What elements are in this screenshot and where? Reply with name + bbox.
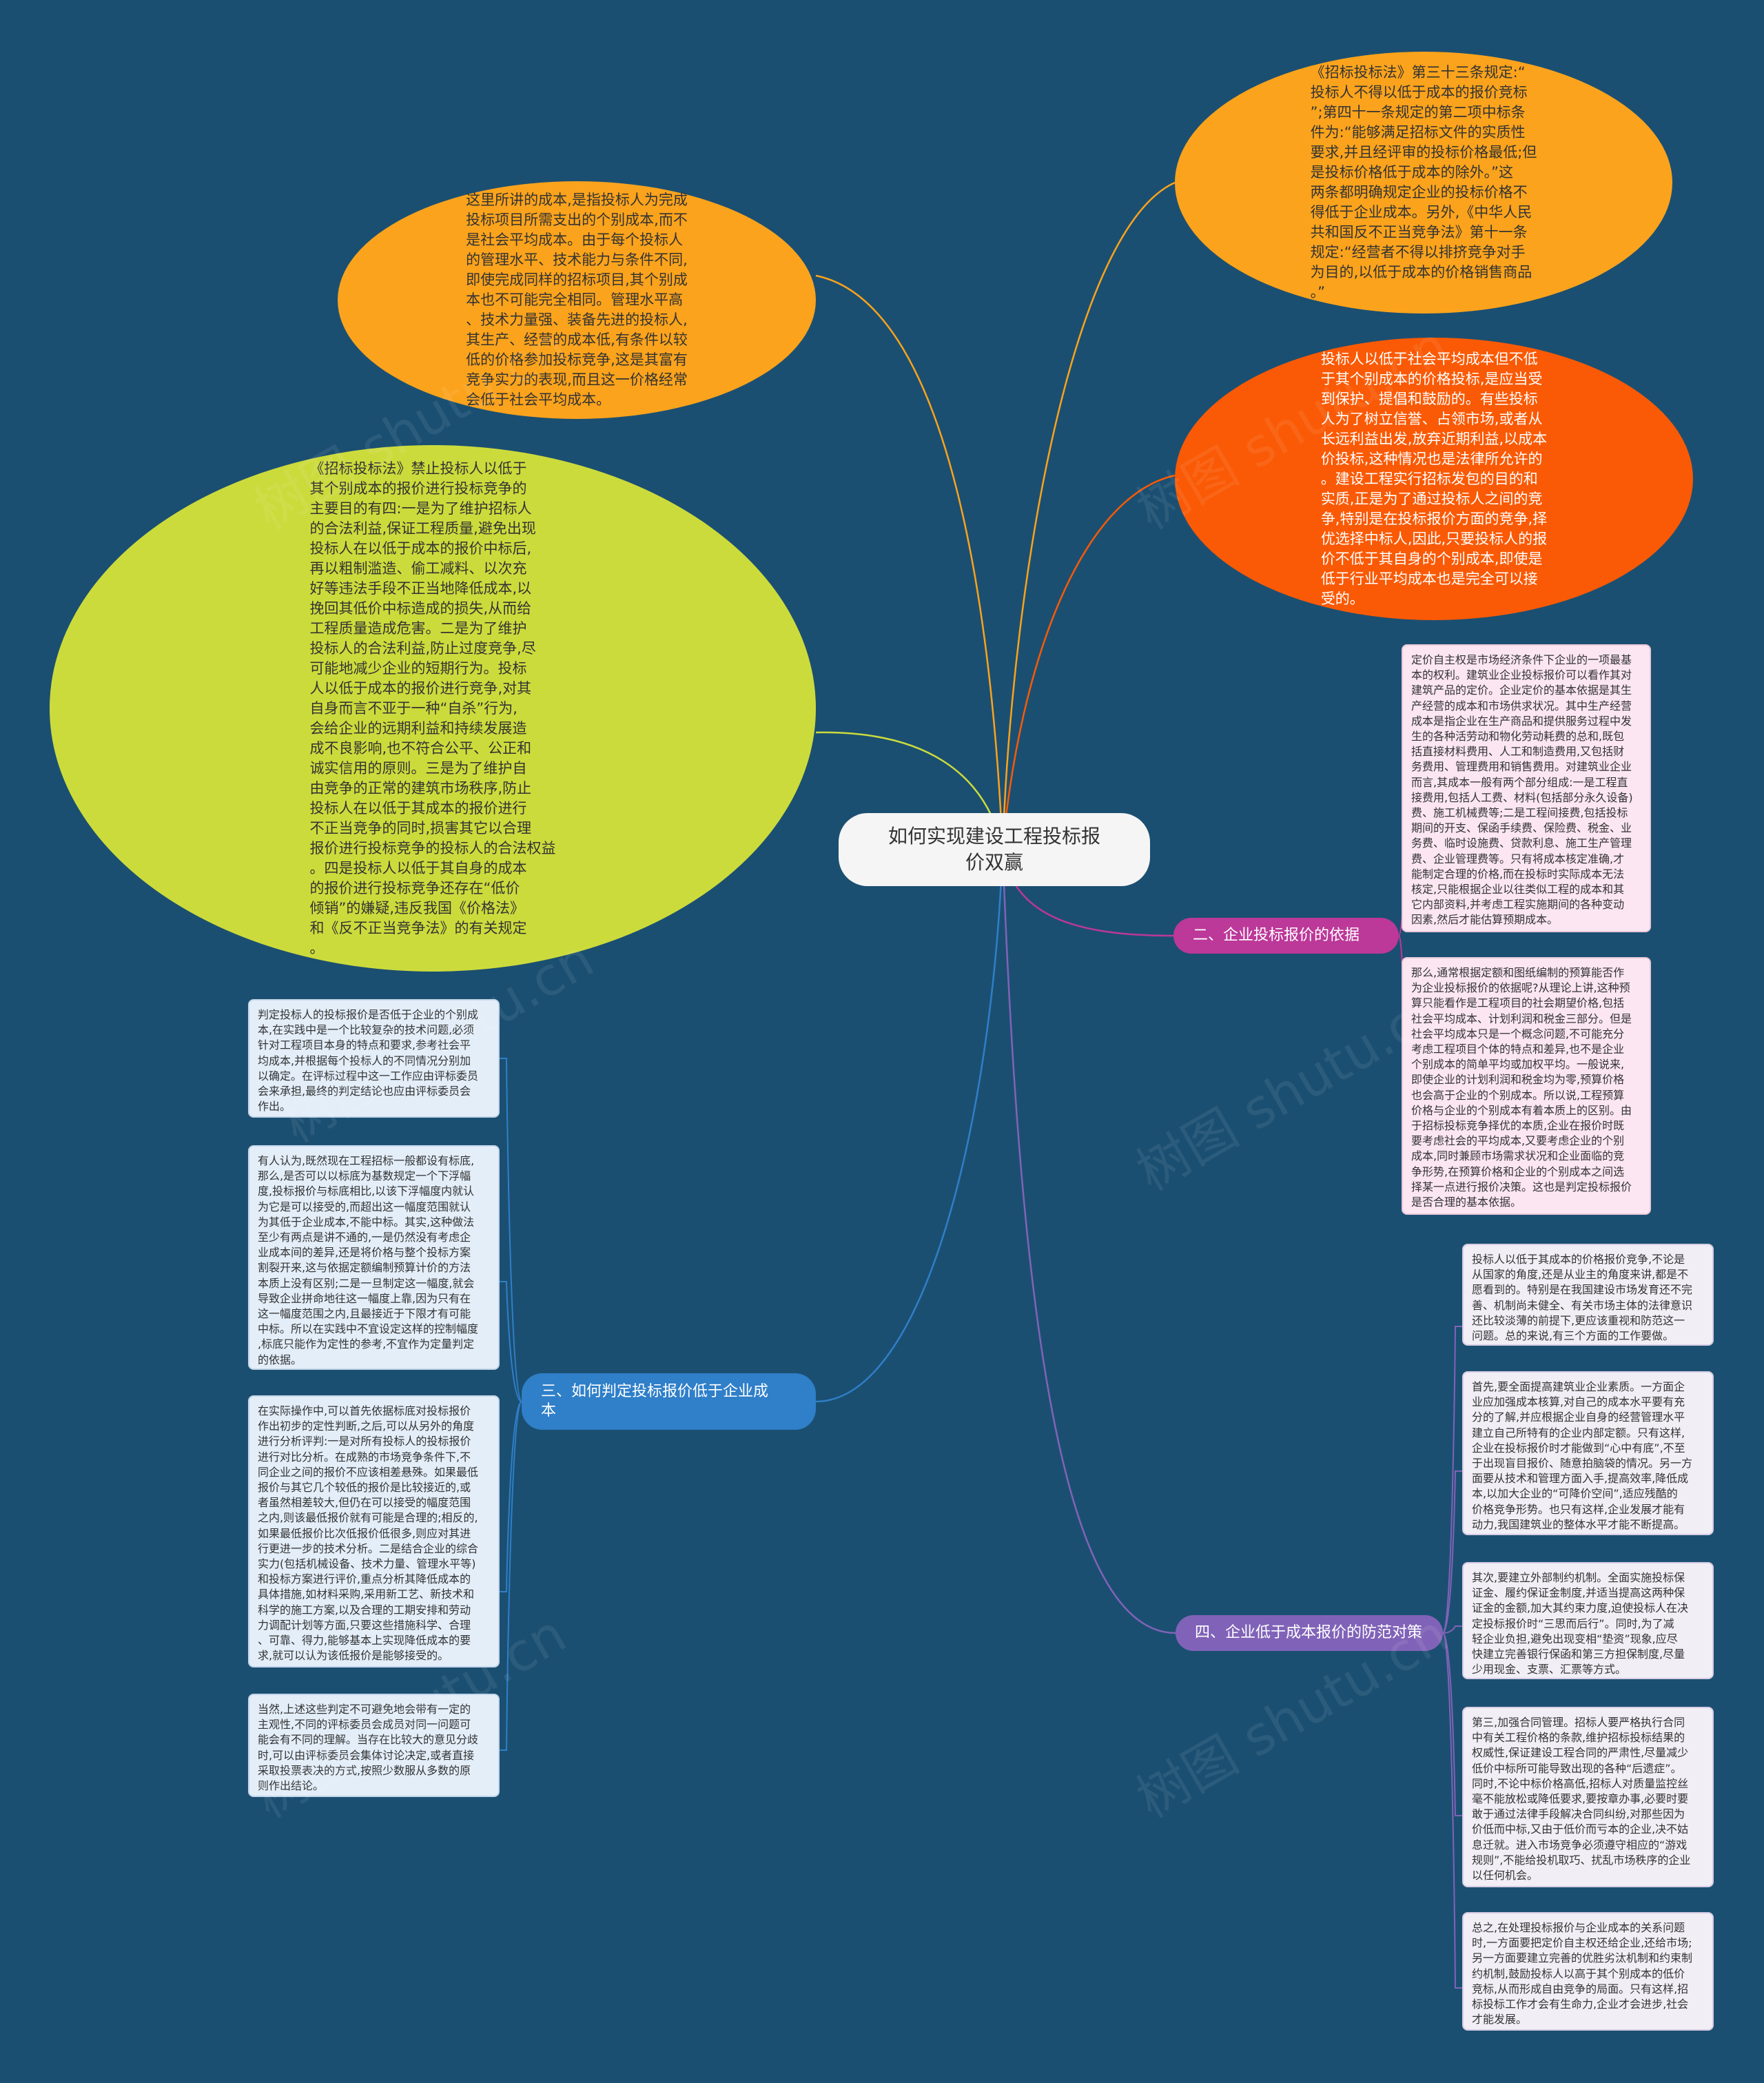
branch4-label-text: 四、企业低于成本报价的防范对策 (1195, 1624, 1423, 1641)
oval-top-left-text: 这里所讲的成本,是指投标人为完成 投标项目所需支出的个别成本,而不 是社会平均成… (466, 192, 688, 408)
branch2-label[interactable]: 二、企业投标报价的依据 (1173, 918, 1399, 954)
root-topic[interactable]: 如何实现建设工程投标报 价双赢 (839, 813, 1150, 886)
link-root-oval-right (1001, 474, 1176, 850)
branch4-label[interactable]: 四、企业低于成本报价的防范对策 (1176, 1615, 1443, 1651)
branch4-card-1: 投标人以低于其成本的价格报价竞争,不论是 从国家的角度,还是从业主的角度来讲,都… (1462, 1244, 1714, 1346)
oval-right-text: 投标人以低于社会平均成本但不低 于其个别成本的价格投标,是应当受 到保护、提倡和… (1320, 350, 1548, 607)
oval-top-right-text: 《招标投标法》第三十三条规定:“ 投标人不得以低于成本的报价竞标 ”;第四十一条… (1310, 64, 1537, 300)
branch3-links (500, 1058, 522, 1751)
root-topic-label: 如何实现建设工程投标报 价双赢 (888, 825, 1100, 874)
branch4-card-5: 总之,在处理投标报价与企业成本的关系问题 时,一方面要把定价自主权还给企业,还给… (1462, 1912, 1714, 2031)
oval-top-right[interactable]: 《招标投标法》第三十三条规定:“ 投标人不得以低于成本的报价竞标 ”;第四十一条… (1175, 52, 1672, 314)
branch3-card-4: 当然,上述这些判定不可避免地会带有一定的 主观性,不同的评标委员会成员对同一问题… (248, 1694, 500, 1797)
branch3-card-3: 在实际操作中,可以首先依据标底对投标报价 作出初步的定性判断,之后,可以从另外的… (248, 1395, 500, 1668)
branch2-label-text: 二、企业投标报价的依据 (1193, 927, 1360, 944)
branch4-links (1442, 1326, 1462, 1989)
branch3-label[interactable]: 三、如何判定投标报价低于企业成 本 (522, 1373, 816, 1430)
branch3-card-2: 有人认为,既然现在工程招标一般都设有标底, 那么,是否可以以标底为基数规定一个下… (248, 1145, 500, 1370)
oval-right[interactable]: 投标人以低于社会平均成本但不低 于其个别成本的价格投标,是应当受 到保护、提倡和… (1175, 338, 1693, 620)
link-root-branch3 (815, 848, 1004, 1403)
link-root-oval-top-right (1001, 181, 1176, 850)
branch3-label-text: 三、如何判定投标报价低于企业成 本 (541, 1383, 769, 1419)
link-root-oval-top-left (815, 274, 1004, 850)
branch2-card-2: 那么,通常根据定额和图纸编制的预算能否作 为企业投标报价的依据呢?从理论上讲,这… (1402, 957, 1651, 1215)
branch4-card-2: 首先,要全面提高建筑业企业素质。一方面企 业应加强成本核算,对自己的成本水平要有… (1462, 1371, 1714, 1535)
oval-big-left[interactable]: 《招标投标法》禁止投标人以低于 其个别成本的报价进行投标竞争的 主要目的有四:一… (50, 445, 816, 972)
link-root-branch4 (1001, 848, 1176, 1634)
branch4-card-3: 其次,要建立外部制约机制。全面实施投标保 证金、履约保证金制度,并适当提高这两种… (1462, 1562, 1714, 1679)
branch4-card-4: 第三,加强合同管理。招标人要严格执行合同 中有关工程价格的条款,维护招标投标结果… (1462, 1707, 1714, 1887)
oval-big-left-text: 《招标投标法》禁止投标人以低于 其个别成本的报价进行投标竞争的 主要目的有四:一… (309, 460, 556, 956)
oval-top-left[interactable]: 这里所讲的成本,是指投标人为完成 投标项目所需支出的个别成本,而不 是社会平均成… (338, 181, 816, 419)
branch2-card-1: 定价自主权是市场经济条件下企业的一项最基 本的权利。建筑业企业投标报价可以看作其… (1402, 644, 1651, 932)
branch3-card-1: 判定投标人的投标报价是否低于企业的个别成 本,在实践中是一个比较复杂的技术问题,… (248, 999, 500, 1118)
